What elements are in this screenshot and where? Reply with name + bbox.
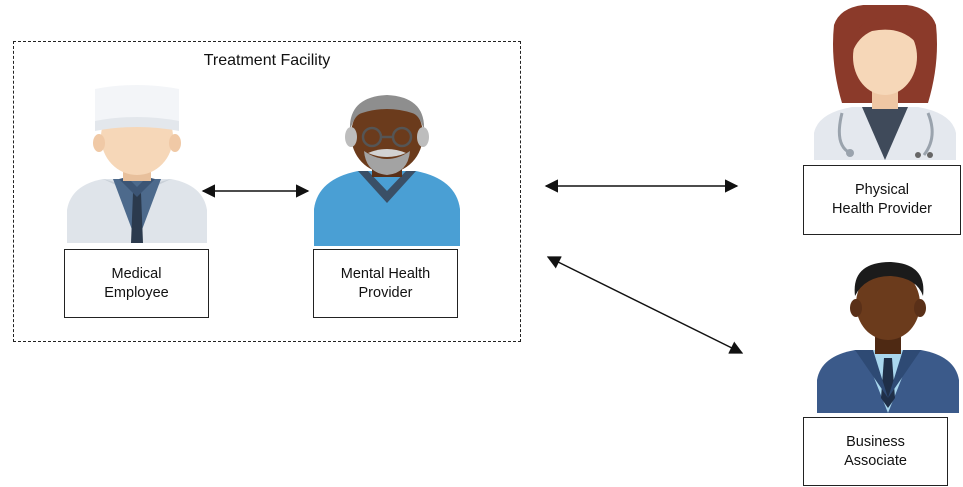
arrow-facility-business-associate bbox=[546, 256, 744, 354]
mental-health-provider-label: Mental Health Provider bbox=[313, 249, 458, 318]
physical-health-provider-line1: Physical bbox=[855, 182, 909, 198]
business-associate-label: Business Associate bbox=[803, 417, 948, 486]
business-associate-line2: Associate bbox=[844, 452, 907, 469]
female-doctor-icon bbox=[814, 5, 956, 160]
mental-health-provider-line1: Mental Health bbox=[340, 265, 431, 282]
medical-employee-line1: Medical bbox=[111, 265, 162, 282]
treatment-facility-boundary: Treatment Facility bbox=[13, 41, 521, 342]
business-associate-line1: Business bbox=[846, 433, 905, 450]
facility-title: Treatment Facility bbox=[203, 52, 331, 69]
medical-employee-line2: Employee bbox=[104, 284, 169, 301]
physical-health-provider-line2: Health Provider bbox=[832, 201, 932, 217]
doctor-icon bbox=[67, 85, 207, 243]
medical-employee-label: Medical Employee bbox=[64, 249, 209, 318]
physical-health-provider-label: Physical Health Provider bbox=[803, 165, 961, 235]
mental-health-provider-line2: Provider bbox=[358, 284, 413, 301]
businessman-icon bbox=[817, 262, 959, 413]
elderly-man-icon bbox=[314, 95, 460, 246]
